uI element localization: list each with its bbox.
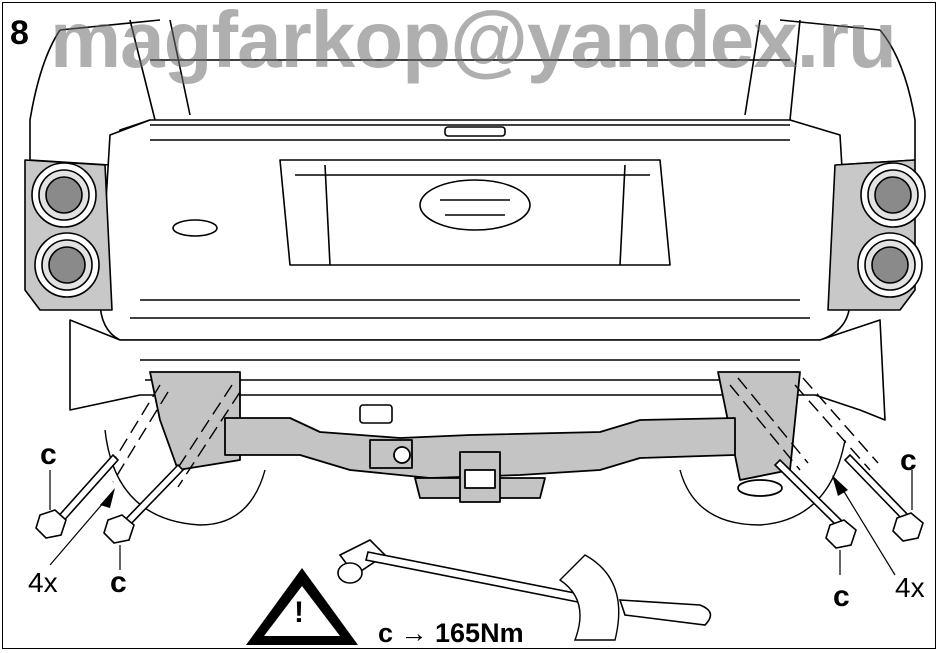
bolt-label-right-top: c	[900, 444, 917, 477]
warning-mark: !	[294, 596, 304, 629]
step-number: 8	[10, 14, 29, 52]
warning-triangle-icon	[246, 568, 358, 645]
bolt-label-left-top: c	[40, 438, 57, 471]
watermark: magfarkop@yandex.ru	[50, 0, 897, 84]
bolt-label-right-bottom: c	[833, 580, 850, 613]
arrow-icon	[100, 475, 848, 508]
bolt-count-left: 4x	[28, 567, 58, 598]
torque-spec: c → 165Nm	[378, 618, 524, 648]
tow-hitch	[149, 371, 801, 503]
torque-wrench-icon	[337, 539, 712, 641]
bolt-count-right: 4x	[895, 572, 925, 603]
bolt-label-left-bottom: c	[110, 566, 127, 599]
